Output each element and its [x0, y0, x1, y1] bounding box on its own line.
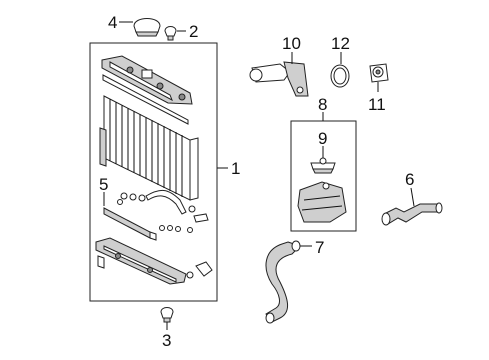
callout-12: 12 — [331, 34, 350, 53]
radiator-fittings — [117, 190, 209, 233]
bottom-clip — [160, 307, 174, 323]
callout-6: 6 — [405, 170, 414, 189]
callout-11: 11 — [368, 95, 386, 114]
gasket-ring — [330, 64, 350, 88]
radiator-upper-tank — [101, 55, 193, 125]
callout-10: 10 — [282, 34, 301, 53]
reservoir-tank — [297, 181, 347, 223]
callout-5: 5 — [99, 175, 108, 194]
callout-8: 8 — [318, 95, 327, 114]
thermostat — [369, 63, 389, 83]
water-inlet-housing — [249, 61, 309, 97]
upper-hose — [381, 202, 443, 226]
radiator-lower-support — [103, 207, 157, 241]
radiator-assembly-frame — [89, 42, 218, 302]
callout-1: 1 — [231, 159, 240, 178]
radiator-lower-tank — [95, 237, 187, 285]
callout-2: 2 — [189, 22, 198, 41]
callout-3: 3 — [162, 331, 171, 350]
drain-cock — [186, 261, 213, 279]
callout-7: 7 — [315, 238, 324, 257]
callout-9: 9 — [318, 129, 327, 148]
lower-hose — [265, 240, 301, 324]
leader-6 — [410, 187, 415, 207]
clip-part — [164, 26, 177, 41]
callout-4: 4 — [108, 13, 117, 32]
reservoir-cap — [310, 157, 336, 174]
radiator-core — [99, 95, 199, 201]
radiator-cap — [133, 18, 161, 37]
